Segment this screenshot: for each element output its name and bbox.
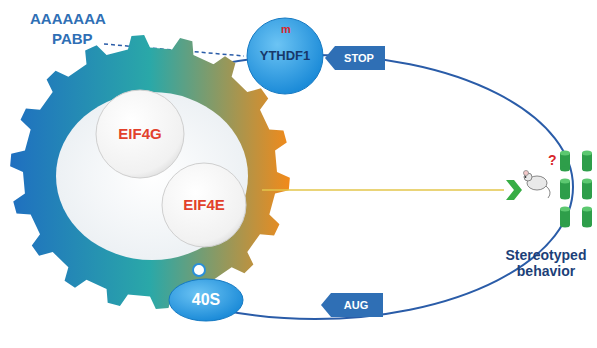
gear: [10, 35, 290, 309]
effect-line: [262, 189, 504, 191]
ribosome-subunit: 40S: [168, 278, 244, 322]
node-label: 40S: [192, 291, 220, 309]
node-label: YTHDF1: [260, 49, 311, 63]
protein-circle: EIF4G: [95, 89, 185, 179]
mouse-icon: [524, 171, 551, 199]
question-mark: ?: [548, 152, 557, 168]
node-label: EIF4G: [118, 126, 161, 143]
phenotype-label: Stereotyped behavior: [499, 247, 593, 279]
stop-tag: STOP: [325, 46, 385, 70]
m6a-mark: m: [281, 23, 291, 36]
aug-tag: AUG: [321, 293, 383, 317]
node-label: EIF4E: [183, 197, 225, 214]
chevron: [506, 180, 522, 200]
protein-circle: EIF4E: [161, 162, 247, 248]
node-label: AUG: [344, 299, 368, 311]
polya-tail: AAAAAAA: [30, 10, 106, 27]
protein-name: PABP: [52, 30, 93, 47]
node-label: STOP: [344, 52, 374, 64]
cylinder-group: [560, 151, 592, 228]
ribosome-dot: [193, 264, 205, 276]
